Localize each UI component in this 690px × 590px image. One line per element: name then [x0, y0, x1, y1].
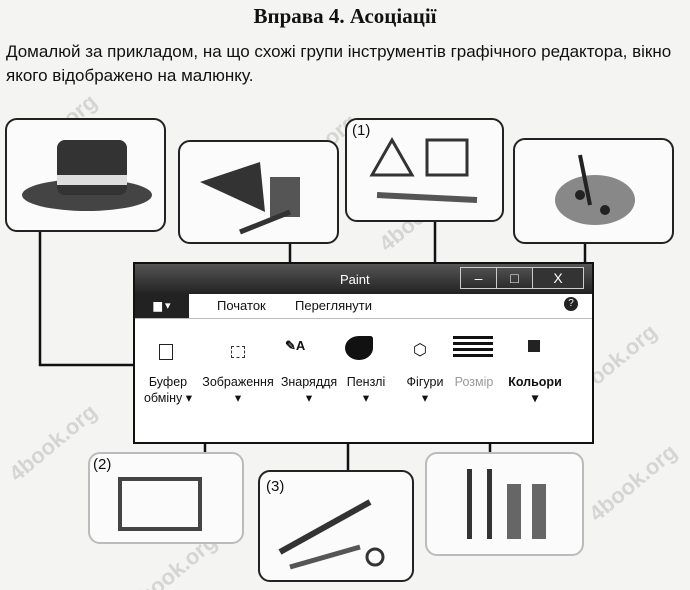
group-tools-label: Знаряддя	[280, 375, 338, 389]
brushes-picture	[258, 470, 414, 582]
window-title: Paint	[340, 272, 370, 287]
select-icon[interactable]	[231, 346, 245, 358]
watermark: 4book.org	[584, 438, 682, 527]
brush-icon[interactable]	[345, 336, 373, 360]
size-icon[interactable]	[453, 336, 493, 358]
colors-icon[interactable]	[528, 340, 540, 352]
minimize-button[interactable]: –	[460, 267, 497, 289]
frame-picture	[88, 452, 244, 544]
paint-menu-button[interactable]: ▆ ▾	[135, 294, 189, 318]
group-colors-label: Кольори	[508, 375, 562, 389]
tab-home[interactable]: Початок	[217, 298, 266, 313]
title-bar[interactable]: Paint – □ X	[135, 264, 592, 294]
exercise-instruction: Домалюй за прикладом, на що схожі групи …	[6, 42, 672, 85]
group-image[interactable]: Зображення ▾	[199, 374, 277, 406]
dropdown-arrow-icon: ▾	[421, 391, 429, 405]
group-colors[interactable]: Кольори ▾	[507, 374, 563, 406]
help-icon[interactable]: ?	[564, 297, 578, 311]
clipboard-icon[interactable]	[159, 344, 173, 360]
label-1: (1)	[352, 122, 371, 139]
label-3: (3)	[266, 478, 285, 495]
dropdown-arrow-icon: ▾	[362, 391, 370, 405]
group-tools[interactable]: Знаряддя ▾	[277, 374, 341, 406]
ribbon-tabs: ▆ ▾ Початок Переглянути ?	[135, 294, 592, 319]
rollers-picture	[425, 452, 584, 556]
tools-picture	[178, 140, 339, 244]
group-shapes[interactable]: Фігури ▾	[401, 374, 449, 406]
dropdown-arrow-icon: ▾	[305, 391, 313, 405]
group-brushes[interactable]: Пензлі ▾	[341, 374, 391, 406]
group-image-label: Зображення	[202, 375, 274, 389]
tools-icon[interactable]: ✎A	[285, 338, 306, 353]
group-clipboard[interactable]: Буфер обміну ▾	[143, 375, 193, 405]
dropdown-arrow-icon: ▾	[234, 391, 242, 405]
maximize-button[interactable]: □	[496, 267, 533, 289]
shapes-picture	[345, 118, 504, 222]
dropdown-arrow-icon: ▾	[531, 391, 539, 405]
close-button[interactable]: X	[532, 267, 584, 289]
exercise-title: Вправа 4. Асоціації	[253, 4, 437, 28]
palette-picture	[513, 138, 674, 244]
group-shapes-label: Фігури	[406, 375, 444, 389]
paint-window: Paint – □ X ▆ ▾ Початок Переглянути ? ✎A…	[133, 262, 594, 444]
hat-picture	[5, 118, 166, 232]
label-2: (2)	[93, 456, 112, 473]
group-brushes-label: Пензлі	[346, 375, 386, 389]
tab-view[interactable]: Переглянути	[295, 298, 373, 313]
shapes-icon[interactable]: ⬡	[413, 342, 427, 359]
group-size[interactable]: Розмір	[454, 375, 494, 389]
